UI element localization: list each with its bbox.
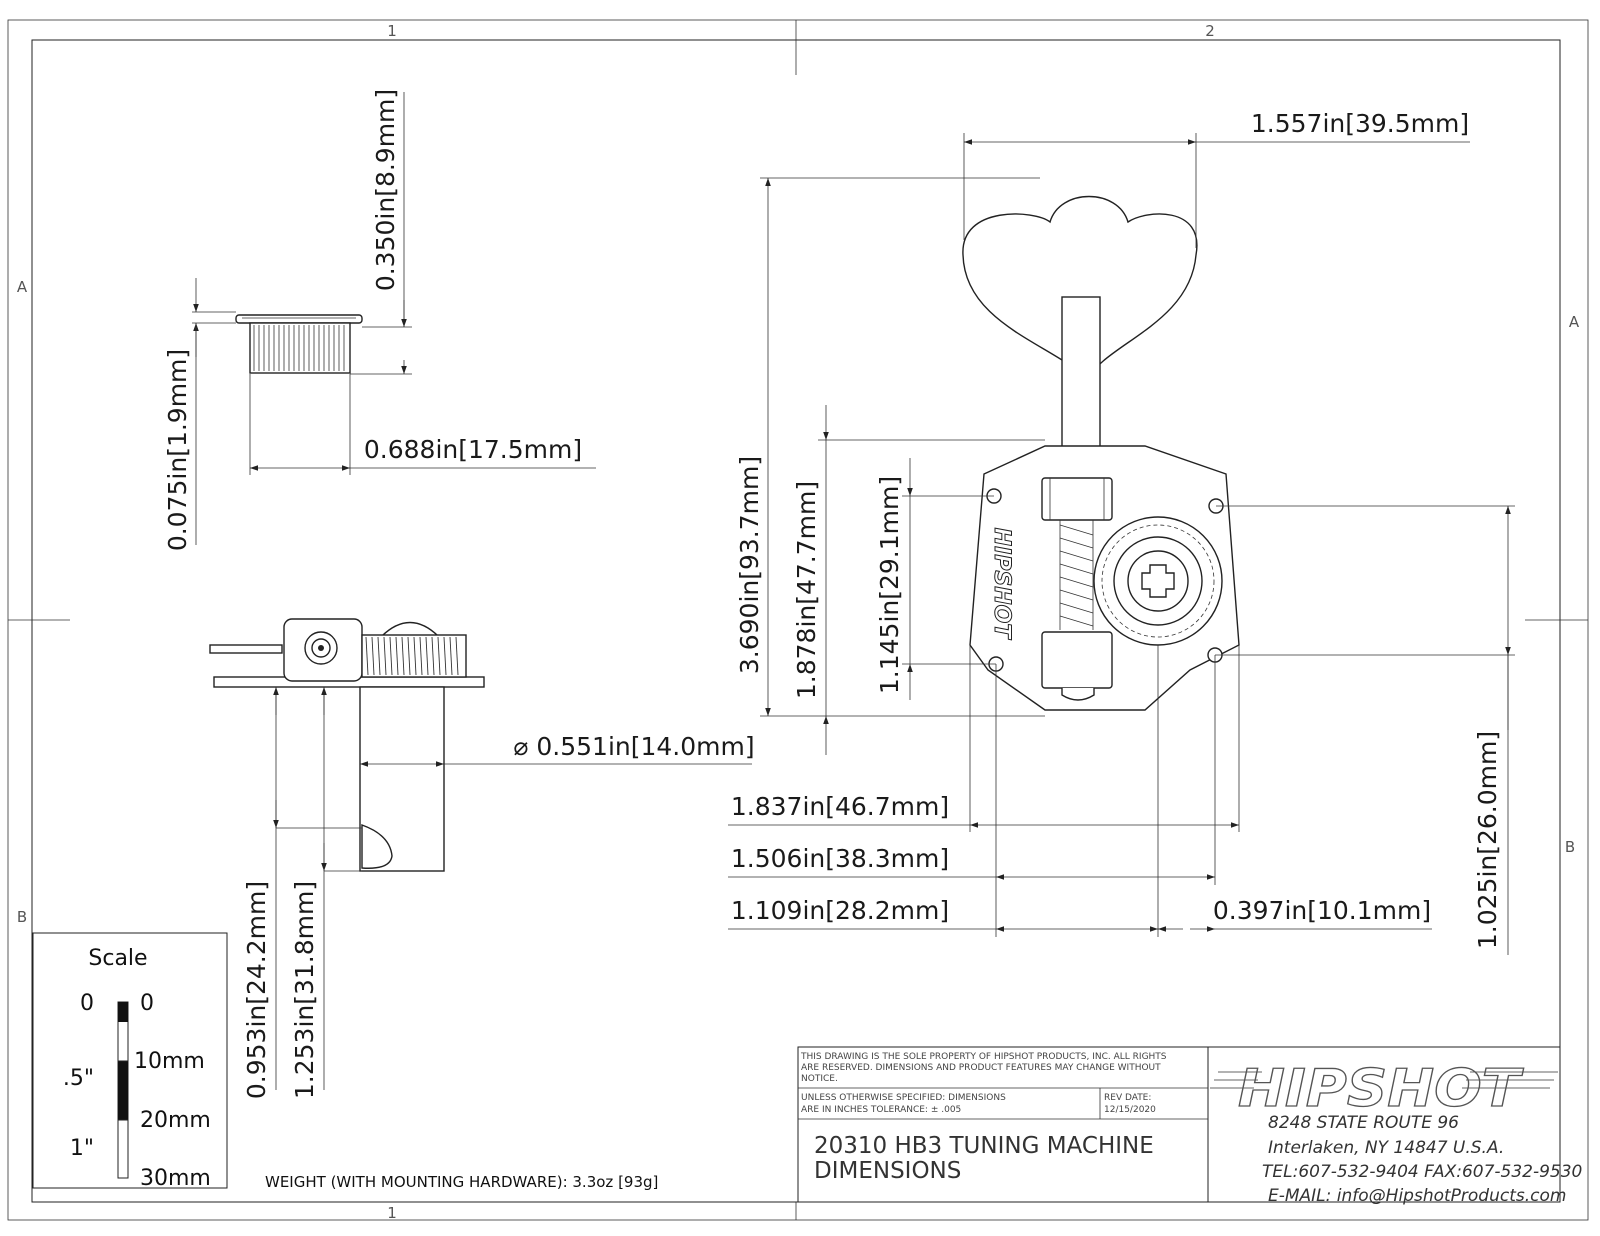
scale-mm-label-20: 20mm: [140, 1108, 211, 1133]
dim-label-gear-offset: 0.397in[10.1mm]: [1213, 896, 1431, 925]
tolerance-line-1: UNLESS OTHERWISE SPECIFIED: DIMENSIONS: [801, 1093, 1006, 1103]
worm-gear: [1059, 520, 1094, 630]
side-view: [209, 618, 485, 872]
address-street: 8248 STATE ROUTE 96: [1268, 1113, 1459, 1133]
dimension-bushing-diameter: 0.688in[17.5mm]: [249, 374, 596, 475]
dimension-post-to-hole: 1.109in[28.2mm]: [728, 645, 1159, 937]
company-block: HIPSHOT 8248 STATE ROUTE 96 Interlaken, …: [1210, 1058, 1582, 1206]
dim-label-bushing-diameter: 0.688in[17.5mm]: [364, 435, 582, 464]
tuner-key-paddle: [962, 195, 1198, 382]
bushing-view: [235, 314, 363, 374]
dim-label-post-depth-2: 1.253in[31.8mm]: [290, 881, 319, 1099]
sheet-border: [7, 19, 1589, 1221]
zone-label-left-b: B: [17, 908, 27, 926]
dimension-post-depth-2: 1.253in[31.8mm]: [290, 687, 362, 1099]
scale-inch-label-1: 1": [70, 1136, 94, 1161]
scale-mm-label-30: 30mm: [140, 1166, 211, 1191]
dim-label-hole-offset: 1.145in[29.1mm]: [875, 476, 904, 694]
notice-line-2: ARE RESERVED. DIMENSIONS AND PRODUCT FEA…: [801, 1063, 1161, 1073]
dimension-plate-width: 1.837in[46.7mm]: [728, 645, 1240, 832]
dim-label-post-to-base: 1.878in[47.7mm]: [792, 481, 821, 699]
rev-date-label: REV DATE:: [1104, 1093, 1151, 1103]
dimension-post-depth-1: 0.953in[24.2mm]: [242, 687, 362, 1099]
zone-labels: 1 2 1 A B A B: [17, 22, 1580, 1222]
rev-date-value: 12/15/2020: [1104, 1105, 1156, 1115]
part-marking: HIPSHOT: [989, 528, 1014, 641]
dimension-post-to-base: 1.878in[47.7mm]: [792, 405, 1045, 755]
title-block: THIS DRAWING IS THE SOLE PROPERTY OF HIP…: [797, 1046, 1561, 1203]
zone-label-left-a: A: [17, 278, 28, 296]
zone-label-top-2: 2: [1205, 22, 1215, 40]
phone-fax: TEL:607-532-9404 FAX:607-532-9530: [1262, 1162, 1582, 1182]
dim-label-overall-height: 3.690in[93.7mm]: [735, 456, 764, 674]
scale-inch-label-0: 0: [80, 991, 94, 1016]
dimension-flange-thickness: 0.075in[1.9mm]: [163, 278, 236, 551]
scale-title: Scale: [88, 946, 147, 971]
dim-label-bushing-height: 0.350in[8.9mm]: [371, 89, 400, 291]
scale-mm-label-0: 0: [140, 991, 154, 1016]
company-logo-text: HIPSHOT: [1238, 1059, 1524, 1119]
drawing-title-line-1: 20310 HB3 TUNING MACHINE: [814, 1133, 1154, 1159]
zone-label-right-a: A: [1569, 313, 1580, 331]
notice-line-1: THIS DRAWING IS THE SOLE PROPERTY OF HIP…: [800, 1052, 1167, 1062]
tolerance-line-2: ARE IN INCHES TOLERANCE: ± .005: [801, 1105, 961, 1115]
drawing-title-line-2: DIMENSIONS: [814, 1158, 961, 1184]
dimension-overall-width: 1.557in[39.5mm]: [963, 109, 1470, 248]
notice-line-3: NOTICE.: [801, 1074, 838, 1084]
dim-label-overall-width: 1.557in[39.5mm]: [1251, 109, 1469, 138]
dim-label-hole-spacing-x: 1.506in[38.3mm]: [731, 844, 949, 873]
phillips-cross-icon: [1141, 564, 1175, 598]
dim-label-post-to-hole: 1.109in[28.2mm]: [731, 896, 949, 925]
address-city: Interlaken, NY 14847 U.S.A.: [1268, 1138, 1504, 1158]
tuner-front-view: HIPSHOT: [962, 195, 1240, 711]
dimension-overall-height: 3.690in[93.7mm]: [735, 177, 1045, 717]
scale-inch-label-half: .5": [63, 1066, 94, 1091]
zone-label-right-b: B: [1565, 838, 1575, 856]
dimension-hole-spacing-y: 1.025in[26.0mm]: [1215, 505, 1515, 955]
email: E-MAIL: info@HipshotProducts.com: [1268, 1186, 1566, 1206]
zone-label-top-1: 1: [387, 22, 397, 40]
dim-label-plate-width: 1.837in[46.7mm]: [731, 792, 949, 821]
dim-label-flange-thickness: 0.075in[1.9mm]: [163, 349, 192, 551]
dimension-hole-spacing-x: 1.506in[38.3mm]: [728, 655, 1216, 937]
hipshot-logo: [1210, 1071, 1558, 1089]
dimension-gear-offset: 0.397in[10.1mm]: [1158, 896, 1432, 932]
dim-label-hole-spacing-y: 1.025in[26.0mm]: [1473, 731, 1502, 949]
dim-label-post-diameter: ⌀ 0.551in[14.0mm]: [513, 732, 754, 761]
zone-label-bottom-1: 1: [387, 1204, 397, 1222]
weight-note: WEIGHT (WITH MOUNTING HARDWARE): 3.3oz […: [265, 1173, 658, 1191]
scale-mm-label-10: 10mm: [134, 1049, 205, 1074]
dimension-bushing-height: 0.350in[8.9mm]: [350, 89, 412, 375]
dimension-hole-offset: 1.145in[29.1mm]: [875, 458, 996, 700]
dim-label-post-depth-1: 0.953in[24.2mm]: [242, 881, 271, 1099]
scale-legend: Scale 0 .5" 1" 0 10mm 20mm 30mm: [32, 932, 228, 1191]
dimension-post-diameter: ⌀ 0.551in[14.0mm]: [360, 732, 755, 767]
